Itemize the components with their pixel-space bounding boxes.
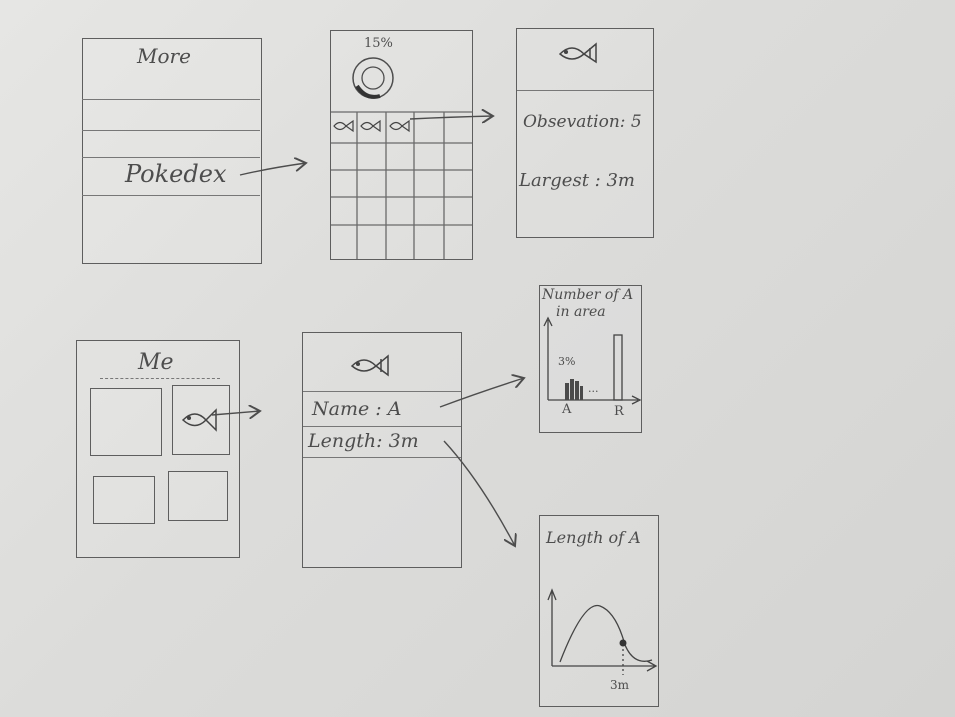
more-title: More — [137, 44, 191, 68]
me-title: Me — [138, 350, 174, 375]
me-tile-fish[interactable] — [172, 385, 230, 455]
me-screen — [76, 340, 240, 558]
observation-count: Obsevation: 5 — [523, 112, 642, 132]
more-divider-2 — [82, 130, 260, 131]
more-divider-3 — [82, 157, 260, 158]
completion-percent: 15% — [364, 36, 393, 51]
pokedex-menu-item[interactable]: Pokedex — [125, 160, 227, 188]
species-header-divider — [517, 90, 653, 91]
me-tile-1[interactable] — [90, 388, 162, 456]
me-tile-3[interactable] — [93, 476, 155, 524]
detail-header-divider — [303, 391, 461, 392]
pokedex-screen — [330, 30, 473, 260]
more-divider-1 — [82, 99, 260, 100]
more-screen — [82, 38, 262, 264]
more-divider-4 — [82, 195, 260, 196]
area-chart-label-r: R — [614, 404, 624, 419]
fish-name: Name : A — [312, 398, 402, 420]
me-tile-4[interactable] — [168, 471, 228, 521]
detail-divider-3 — [303, 457, 461, 458]
area-chart-screen — [539, 285, 642, 433]
detail-divider-2 — [303, 426, 461, 427]
fish-length: Length: 3m — [308, 430, 419, 452]
area-chart-percent: 3% — [558, 355, 576, 368]
area-chart-label-a: A — [562, 402, 572, 417]
area-chart-ellipsis: ... — [588, 382, 599, 395]
area-chart-title-1: Number of A — [542, 287, 634, 303]
area-chart-title-2: in area — [556, 304, 606, 320]
largest-size: Largest : 3m — [519, 170, 635, 191]
fish-icon[interactable] — [360, 117, 382, 135]
length-chart-title: Length of A — [546, 528, 641, 547]
species-screen — [516, 28, 654, 238]
fish-icon[interactable] — [389, 117, 411, 135]
length-chart-x-label: 3m — [610, 678, 630, 692]
me-header-divider — [100, 378, 220, 379]
fish-icon[interactable] — [333, 117, 355, 135]
